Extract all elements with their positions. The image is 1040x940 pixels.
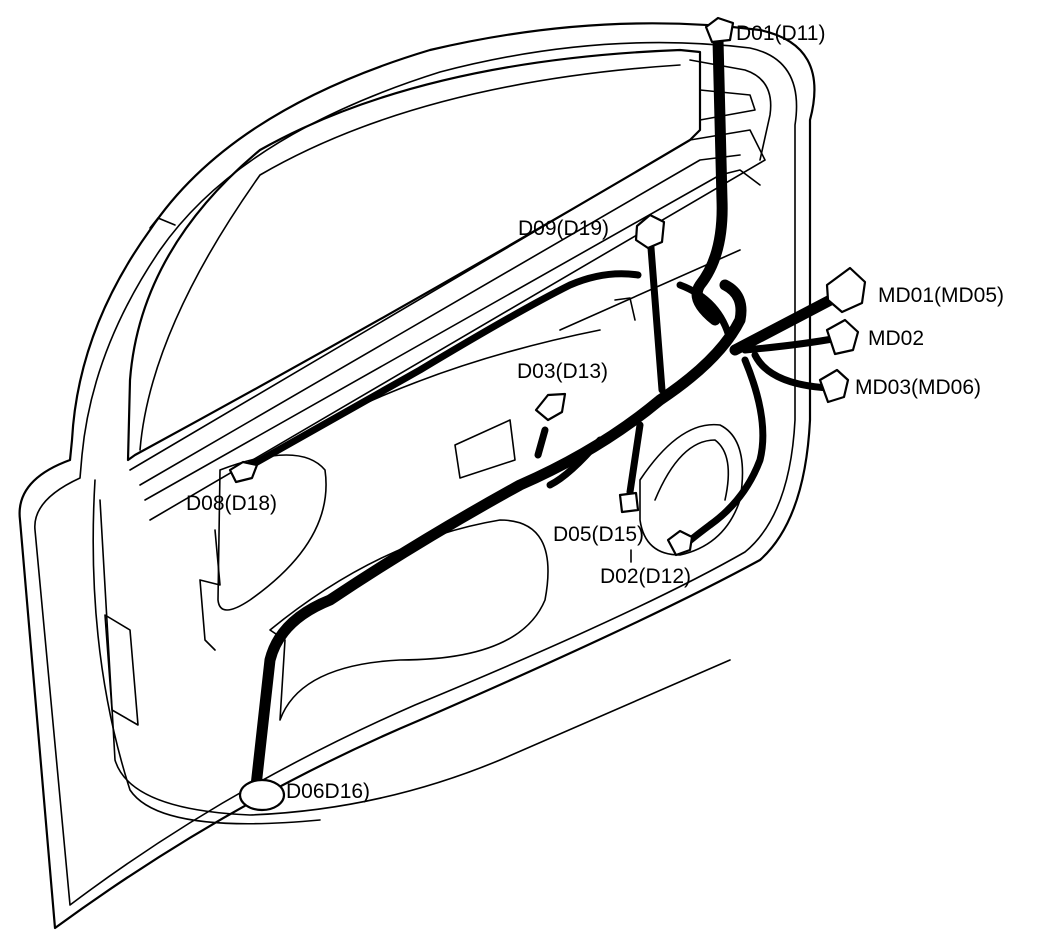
connectors bbox=[228, 16, 867, 812]
wiring-harness bbox=[239, 34, 846, 801]
connector-md01 bbox=[825, 266, 867, 314]
label-md02: MD02 bbox=[868, 327, 924, 350]
label-d09: D09(D19) bbox=[518, 217, 609, 240]
label-md01: MD01(MD05) bbox=[878, 284, 1004, 307]
label-d05: D05(D15) bbox=[553, 523, 644, 546]
label-d08: D08(D18) bbox=[186, 492, 277, 515]
connector-d08 bbox=[228, 460, 259, 484]
label-d03: D03(D13) bbox=[517, 360, 608, 383]
connector-d05 bbox=[618, 491, 640, 514]
belt-line bbox=[129, 129, 766, 521]
label-d06: D06D16) bbox=[286, 780, 370, 803]
connector-md03 bbox=[818, 368, 850, 404]
inner-panel bbox=[92, 249, 744, 825]
door-shell bbox=[18, 22, 816, 930]
connector-md02 bbox=[825, 318, 860, 356]
connector-d06 bbox=[238, 778, 286, 812]
connector-d09 bbox=[634, 213, 666, 250]
label-d02: D02(D12) bbox=[600, 565, 691, 588]
connector-d03 bbox=[534, 392, 567, 422]
window-frame bbox=[126, 48, 772, 462]
connector-d02 bbox=[666, 529, 694, 557]
label-md03: MD03(MD06) bbox=[855, 376, 981, 399]
label-d01: D01(D11) bbox=[736, 22, 825, 45]
connector-d01 bbox=[704, 16, 735, 44]
